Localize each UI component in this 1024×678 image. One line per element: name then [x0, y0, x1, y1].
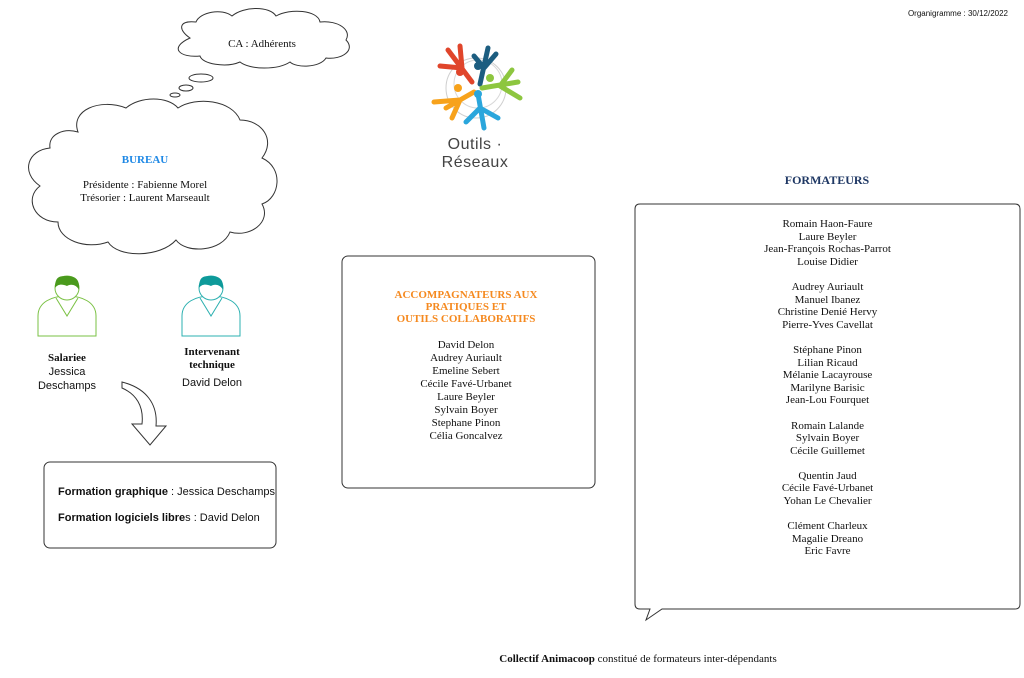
- list-item: Eric Favre: [804, 545, 851, 558]
- list-item: Manuel Ibanez: [794, 293, 861, 306]
- list-item: Audrey Auriault: [430, 352, 502, 364]
- list-item: Cécile Favé-Urbanet: [420, 378, 512, 390]
- bureau-title: BUREAU: [121, 154, 169, 166]
- list-item: Stephane Pinon: [431, 417, 501, 429]
- formations-text: Formation graphique : Jessica Deschamps …: [58, 485, 275, 525]
- list-item: Jean-Lou Fourquet: [785, 394, 870, 407]
- intervenant-label: Intervenant technique David Delon: [164, 346, 260, 390]
- bureau-block: BUREAU Présidente : Fabienne Morel Tréso…: [50, 154, 240, 205]
- list-item: Cécile Guillemet: [790, 444, 865, 457]
- formateurs-group: Romain Lalande Sylvain Boyer Cécile Guil…: [640, 420, 1015, 458]
- accompagnateurs-title-2: PRATIQUES ET: [425, 301, 507, 313]
- list-item: Yohan Le Chevalier: [783, 495, 872, 508]
- list-item: Cécile Favé-Urbanet: [781, 482, 874, 495]
- formateurs-group: Quentin Jaud Cécile Favé-Urbanet Yohan L…: [640, 470, 1015, 508]
- curved-arrow: [121, 381, 168, 446]
- formateurs-group: Audrey Auriault Manuel Ibanez Christine …: [640, 281, 1015, 331]
- bureau-cloud: [28, 98, 278, 255]
- bureau-lines: Présidente : Fabienne Morel Trésorier : …: [50, 179, 240, 205]
- accompagnateurs-box: [341, 255, 596, 489]
- outils-reseaux-logo-icon: [431, 43, 523, 131]
- formation-graphique: Formation graphique : Jessica Deschamps: [58, 485, 275, 499]
- accompagnateurs-title: ACCOMPAGNATEURS AUX PRATIQUES ET OUTILS …: [344, 289, 588, 325]
- list-item: Lilian Ricaud: [797, 356, 858, 369]
- formateurs-title: FORMATEURS: [784, 173, 870, 187]
- ca-cloud: [177, 8, 350, 69]
- logo-text: Outils · Réseaux: [441, 136, 509, 171]
- list-item: Magalie Dreano: [791, 532, 864, 545]
- formateurs-group: Stéphane Pinon Lilian Ricaud Mélanie Lac…: [640, 344, 1015, 407]
- list-item: Christine Denié Hervy: [777, 306, 878, 319]
- list-item: Marilyne Barisic: [790, 381, 865, 394]
- bureau-line-treasurer: Trésorier : Laurent Marseault: [80, 192, 210, 204]
- bureau-line-president: Présidente : Fabienne Morel: [82, 179, 208, 191]
- list-item: Pierre-Yves Cavellat: [782, 318, 873, 331]
- formation-logiciels: Formation logiciels libres : David Delon: [58, 511, 273, 525]
- ca-label: CA : Adhérents: [228, 38, 296, 50]
- ca-cloud-tail-1: [188, 73, 214, 83]
- list-item: Sylvain Boyer: [434, 404, 498, 416]
- formation-graphique-label: Formation graphique: [58, 486, 168, 498]
- list-item: Audrey Auriault: [791, 280, 864, 293]
- list-item: Sylvain Boyer: [795, 432, 860, 445]
- formateurs-list: Romain Haon-Faure Laure Beyler Jean-Fran…: [640, 218, 1015, 558]
- accompagnateurs-title-1: ACCOMPAGNATEURS AUX: [394, 289, 538, 301]
- list-item: Laure Beyler: [437, 391, 495, 403]
- footer-bold: Collectif Animacoop: [499, 653, 595, 665]
- list-item: Laure Beyler: [798, 230, 857, 243]
- formation-graphique-person: : Jessica Deschamps: [168, 486, 275, 498]
- list-item: Jean-François Rochas-Parrot: [764, 243, 891, 256]
- accompagnateurs-block: ACCOMPAGNATEURS AUX PRATIQUES ET OUTILS …: [344, 289, 588, 443]
- salariee-person-icon: [37, 275, 97, 337]
- intervenant-person-icon: [181, 275, 241, 337]
- salariee-label: Salariee Jessica Deschamps: [22, 351, 112, 393]
- footer-rest: constitué de formateurs inter-dépendants: [594, 653, 777, 665]
- formations-box: [43, 461, 277, 549]
- list-item: Clément Charleux: [787, 520, 868, 533]
- formation-logiciels-person: s : David Delon: [185, 512, 260, 524]
- formateurs-group: Romain Haon-Faure Laure Beyler Jean-Fran…: [640, 218, 1015, 268]
- list-item: David Delon: [437, 339, 495, 351]
- list-item: Emeline Sebert: [432, 365, 500, 377]
- accompagnateurs-list: David Delon Audrey Auriault Emeline Sebe…: [344, 339, 588, 443]
- list-item: Mélanie Lacayrouse: [782, 369, 873, 382]
- formation-logiciels-label: Formation logiciels libre: [58, 512, 186, 524]
- list-item: Quentin Jaud: [798, 469, 857, 482]
- salariee-name-2: Deschamps: [37, 380, 97, 392]
- intervenant-role-1: Intervenant: [184, 346, 240, 358]
- formateurs-group: Clément Charleux Magalie Dreano Eric Fav…: [640, 520, 1015, 558]
- salariee-name-1: Jessica: [48, 366, 86, 378]
- list-item: Romain Haon-Faure: [782, 218, 873, 230]
- salariee-role: Salariee: [48, 352, 86, 364]
- intervenant-name: David Delon: [182, 377, 242, 389]
- list-item: Stéphane Pinon: [793, 343, 862, 356]
- ca-cloud-tail-2: [178, 84, 194, 92]
- ca-cloud-tail-3: [169, 92, 181, 98]
- footer-caption: Collectif Animacoop constitué de formate…: [380, 653, 896, 665]
- list-item: Romain Lalande: [790, 419, 864, 432]
- intervenant-role-2: technique: [189, 359, 235, 371]
- list-item: Célia Goncalvez: [429, 430, 503, 442]
- accompagnateurs-title-3: OUTILS COLLABORATIFS: [396, 313, 536, 325]
- list-item: Louise Didier: [797, 255, 858, 268]
- formateurs-callout-box: [634, 203, 1021, 622]
- header-date: Organigramme : 30/12/2022: [907, 9, 1008, 18]
